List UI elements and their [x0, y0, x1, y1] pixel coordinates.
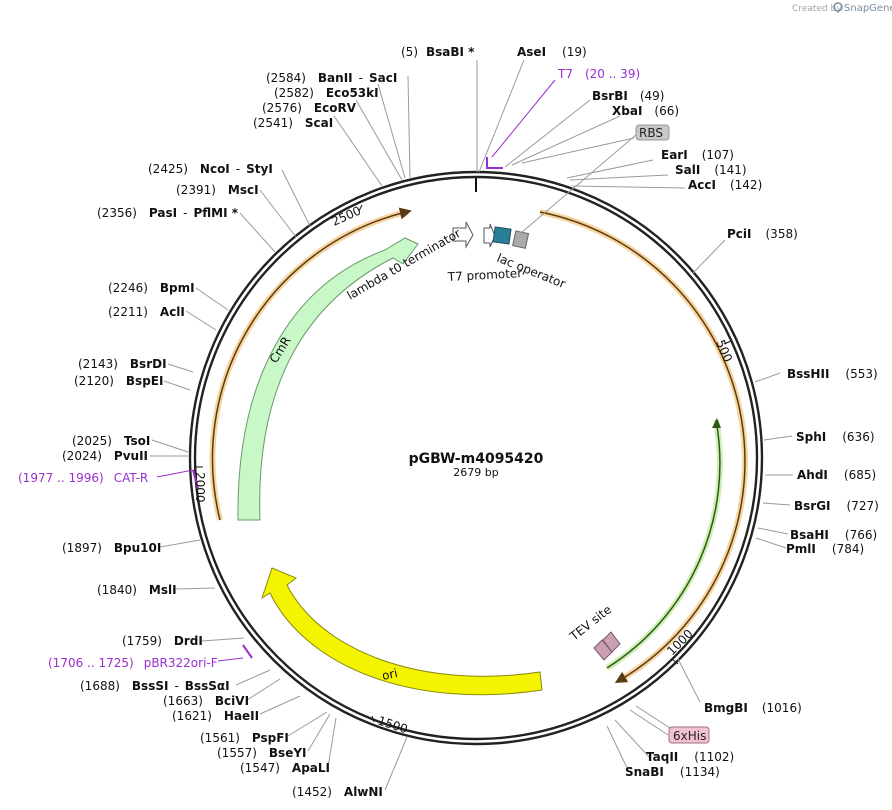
enzyme-ecorv[interactable]: (2576)EcoRV	[262, 101, 357, 115]
enzyme-bcivi[interactable]: (1663)BciVI	[163, 694, 249, 708]
orf-arc-left	[209, 207, 412, 521]
enzyme-bmgbi[interactable]: BmgBI(1016)	[704, 701, 802, 715]
enzyme-pasi[interactable]: (2356)PasI-PflMI *	[97, 206, 239, 220]
rbs-label: RBS	[639, 126, 663, 140]
enzyme-pmli[interactable]: PmlI(784)	[786, 542, 864, 556]
enzyme-acli[interactable]: (2211)AclI	[108, 305, 185, 319]
enzyme-bspei[interactable]: (2120)BspEI	[74, 374, 163, 388]
enzyme-bsahi[interactable]: BsaHI(766)	[790, 528, 877, 542]
enzyme-bpmi[interactable]: (2246)BpmI	[108, 281, 195, 295]
enzyme-alwni[interactable]: (1452)AlwNI	[292, 785, 383, 799]
tick-1500: 1500	[376, 714, 409, 737]
enzyme-bsshii[interactable]: BssHII(553)	[787, 367, 878, 381]
enzyme-tsoi[interactable]: (2025)TsoI	[72, 434, 150, 448]
feature-tev-site[interactable]: TEV site	[566, 602, 621, 661]
enzyme-pspfi[interactable]: (1561)PspFI	[200, 731, 289, 745]
plasmid-length: 2679 bp	[453, 466, 498, 479]
enzyme-eari[interactable]: EarI(107)	[661, 148, 734, 162]
primer-pbr322ori-f[interactable]	[217, 644, 253, 662]
enzyme-snabi[interactable]: SnaBI(1134)	[625, 765, 720, 779]
ori-label: ori	[381, 666, 399, 683]
enzyme-scai[interactable]: (2541)ScaI	[253, 116, 333, 130]
enzyme-msli[interactable]: (1840)MslI	[97, 583, 177, 597]
enzyme-sphi[interactable]: SphI(636)	[796, 430, 875, 444]
enzyme-haeii[interactable]: (1621)HaeII	[172, 709, 259, 723]
credit-text: Created by	[792, 4, 842, 14]
tick-1000: 1000	[664, 627, 695, 658]
enzyme-msci[interactable]: (2391)MscI	[176, 183, 259, 197]
primer-t7[interactable]	[486, 79, 556, 169]
enzyme-bsrdi[interactable]: (2143)BsrDI	[78, 357, 167, 371]
primer-cat-r-label[interactable]: (1977 .. 1996)CAT-R	[18, 471, 148, 485]
enzyme-drdi[interactable]: (1759)DrdI	[122, 634, 203, 648]
rbs-box[interactable]	[512, 230, 530, 249]
enzyme-taqii[interactable]: TaqII(1102)	[646, 750, 734, 764]
enzyme-bsabi[interactable]: (5)BsaBI *	[401, 45, 475, 59]
enzyme-xbai[interactable]: XbaI(66)	[612, 104, 679, 118]
enzyme-banii[interactable]: (2584)BanII-SacI	[266, 71, 397, 85]
lac-operator-box[interactable]	[492, 226, 512, 245]
enzyme-acci[interactable]: AccI(142)	[688, 178, 762, 192]
tick-2000: 2000	[193, 472, 207, 503]
feature-ori[interactable]: ori	[261, 567, 543, 696]
feature-cmr[interactable]: CmR	[237, 237, 419, 521]
enzyme-eco53ki[interactable]: (2582)Eco53kI	[274, 86, 379, 100]
primer-pbr322ori-f-label[interactable]: (1706 .. 1725)pBR322ori-F	[48, 656, 218, 670]
enzyme-sali[interactable]: SalI(141)	[675, 163, 747, 177]
his-callout[interactable]: 6xHis	[635, 705, 710, 744]
enzyme-bsrbi[interactable]: BsrBI(49)	[592, 89, 664, 103]
primer-cat-r[interactable]	[156, 469, 199, 490]
orf-arc-right	[539, 209, 748, 684]
lambda-terminator-arrow[interactable]	[452, 221, 474, 249]
enzyme-bseyi[interactable]: (1557)BseYI	[217, 746, 307, 760]
snapgene-logo-icon	[833, 2, 843, 12]
rbs-callout[interactable]: RBS	[520, 124, 670, 234]
enzyme-pvuii[interactable]: (2024)PvuII	[62, 449, 148, 463]
plasmid-name: pGBW-m4095420	[409, 451, 544, 467]
t7-promoter-arrow[interactable]	[483, 223, 496, 248]
credit-brand: SnapGene	[844, 3, 892, 14]
primer-t7-label[interactable]: T7(20 .. 39)	[557, 67, 640, 81]
enzyme-bpu10i[interactable]: (1897)Bpu10I	[62, 541, 161, 555]
orf-arc-green	[605, 418, 723, 671]
enzyme-pcii[interactable]: PciI(358)	[727, 227, 798, 241]
enzyme-asei[interactable]: AseI(19)	[517, 45, 587, 59]
enzyme-bsrgi[interactable]: BsrGI(727)	[794, 499, 879, 513]
his-label: 6xHis	[673, 729, 706, 743]
enzyme-apali[interactable]: (1547)ApaLI	[240, 761, 330, 775]
enzyme-ahdi[interactable]: AhdI(685)	[797, 468, 876, 482]
enzyme-bsssi[interactable]: (1688)BssSI-BssSαI	[80, 679, 230, 693]
tick-2500: 2500	[330, 204, 364, 229]
enzyme-ncoi[interactable]: (2425)NcoI-StyI	[148, 162, 273, 176]
site-connectors	[150, 59, 793, 791]
t7-promoter-label: T7 promoter	[446, 266, 522, 284]
backbone	[188, 170, 764, 746]
